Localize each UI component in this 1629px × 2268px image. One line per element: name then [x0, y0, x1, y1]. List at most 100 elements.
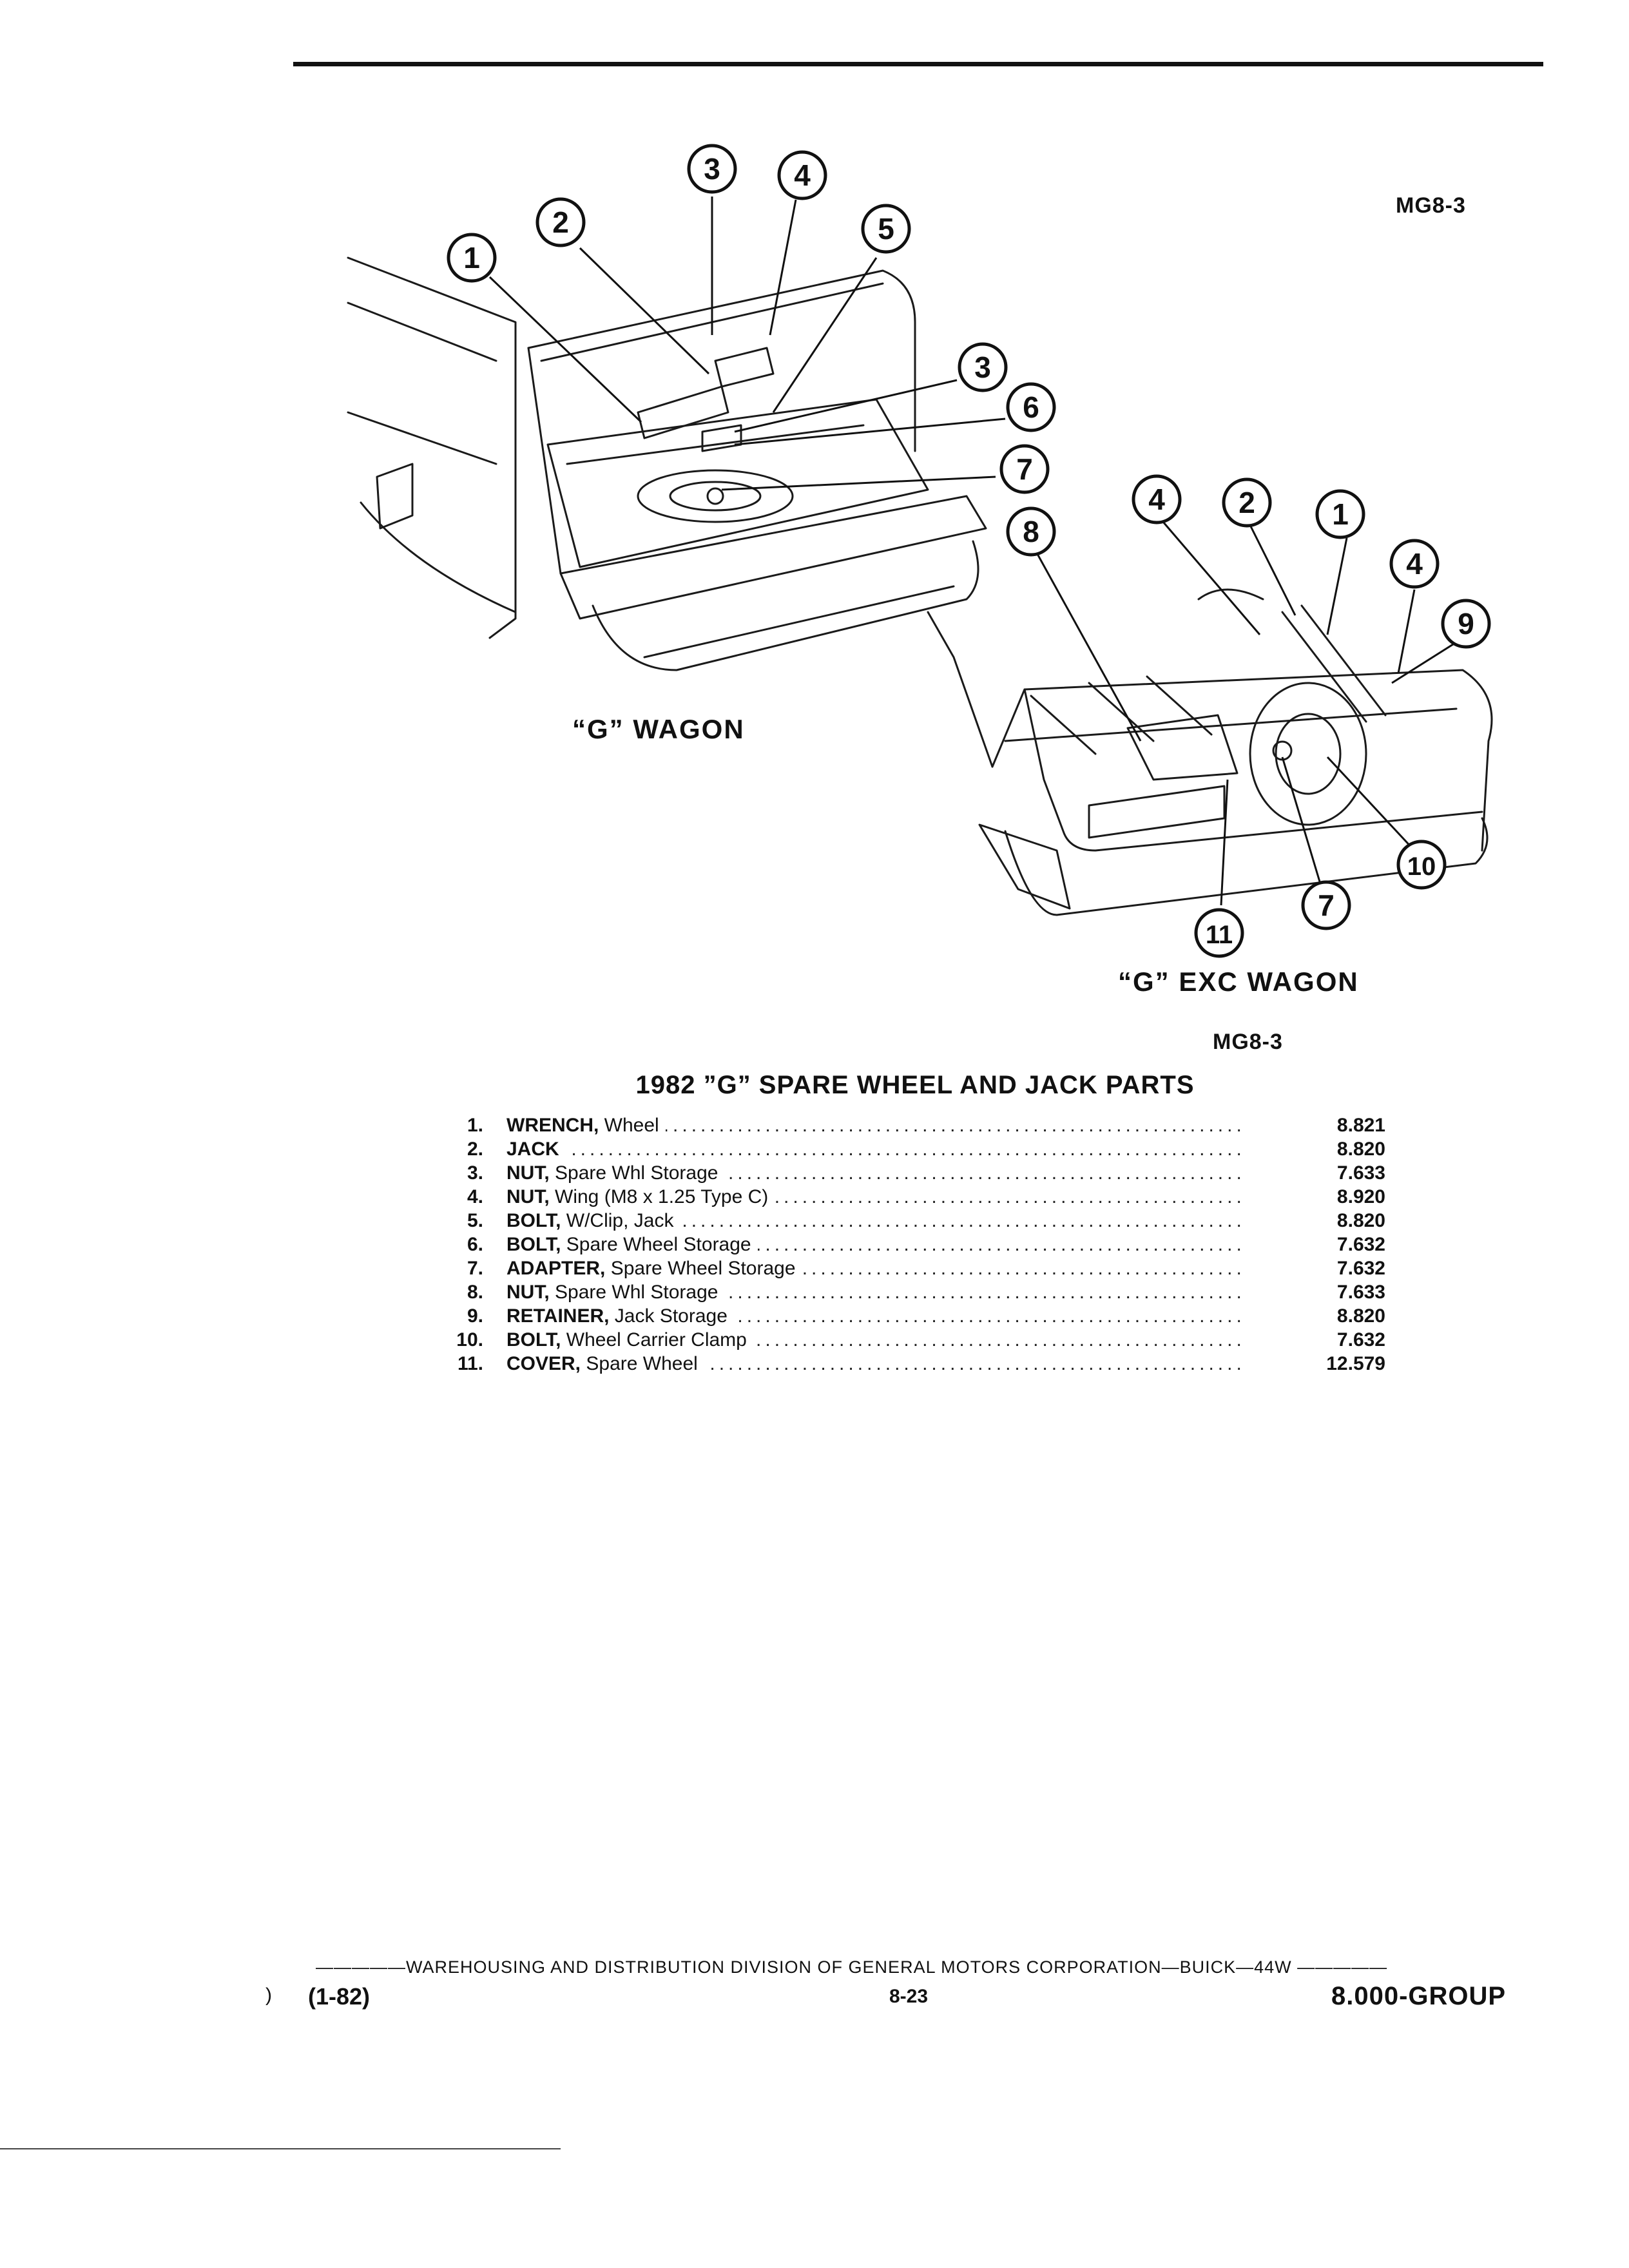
- callout-right-1-label: 1: [1332, 497, 1349, 531]
- callout-left-3b-label: 3: [974, 351, 991, 384]
- item-number: 5.: [467, 1210, 483, 1231]
- group-number: 7.632: [1336, 1234, 1385, 1255]
- wagon-drawing: [347, 256, 987, 671]
- group-number: 7.632: [1336, 1329, 1385, 1350]
- item-name: BOLT,: [506, 1329, 561, 1350]
- callout-left-1: 1: [447, 233, 497, 283]
- callout-left-7: 7: [999, 444, 1050, 494]
- callout-left-4: 4: [777, 150, 827, 200]
- callout-left-7-label: 7: [1016, 452, 1033, 486]
- table-row: 1.......................................…: [445, 1113, 1398, 1137]
- footer-group: 8.000-GROUP: [1331, 1982, 1507, 2010]
- item-name: BOLT,: [506, 1210, 561, 1231]
- callout-left-3a: 3: [687, 144, 737, 194]
- callout-right-10-label: 10: [1407, 852, 1436, 881]
- table-row: 3.......................................…: [445, 1161, 1398, 1185]
- right-callout-leaders: [1036, 521, 1454, 906]
- item-detail: Spare Wheel Storage: [610, 1258, 796, 1279]
- leader-dots: ........................................…: [506, 1139, 1244, 1160]
- group-number: 12.579: [1326, 1353, 1385, 1374]
- item-detail: Wing (M8 x 1.25 Type C): [555, 1186, 769, 1207]
- callout-right-10: 10: [1396, 840, 1447, 890]
- callout-right-1: 1: [1315, 489, 1365, 539]
- spare-wheel-illustration: 1 2 3 4 5 3 6 7 8 4 2 1 4 9 10 7 11: [347, 144, 1493, 958]
- item-name: JACK: [506, 1139, 559, 1160]
- group-number: 7.633: [1336, 1162, 1385, 1184]
- item-description: NUT, Spare Whl Storage: [506, 1280, 725, 1304]
- caption-g-exc-wagon: “G” EXC WAGON: [1118, 966, 1359, 997]
- callout-right-4a: 4: [1132, 474, 1182, 524]
- item-description: NUT, Wing (M8 x 1.25 Type C): [506, 1185, 775, 1209]
- callout-left-3b: 3: [958, 342, 1008, 392]
- item-description: WRENCH, Wheel: [506, 1113, 666, 1137]
- figure-reference-mid: MG8-3: [1213, 1030, 1283, 1054]
- item-description: COVER, Spare Wheel: [506, 1352, 704, 1376]
- item-name: RETAINER,: [506, 1305, 610, 1327]
- callout-right-4b-label: 4: [1406, 547, 1423, 581]
- footer-date: (1-82): [308, 1983, 371, 2010]
- callout-right-7-label: 7: [1318, 889, 1335, 922]
- table-row: 6.......................................…: [445, 1233, 1398, 1256]
- left-callout-leaders: [488, 197, 1006, 491]
- callout-right-4b: 4: [1389, 539, 1440, 589]
- group-number: 8.920: [1336, 1186, 1385, 1207]
- callout-left-2-label: 2: [552, 206, 569, 239]
- item-description: JACK: [506, 1137, 566, 1161]
- callout-right-2-label: 2: [1239, 486, 1255, 519]
- item-name: NUT,: [506, 1186, 550, 1207]
- group-number: 7.633: [1336, 1282, 1385, 1303]
- item-detail: Spare Whl Storage: [555, 1282, 718, 1303]
- table-row: 4.......................................…: [445, 1185, 1398, 1209]
- item-detail: Spare Wheel: [586, 1353, 698, 1374]
- trunk-drawing: [927, 588, 1493, 916]
- item-description: ADAPTER, Spare Wheel Storage: [506, 1256, 802, 1280]
- callout-left-3a-label: 3: [704, 152, 720, 186]
- item-number: 7.: [467, 1258, 483, 1279]
- table-row: 9.......................................…: [445, 1304, 1398, 1328]
- edge-mark: ): [265, 1984, 272, 2006]
- callout-right-8: 8: [1006, 506, 1056, 557]
- callout-right-2: 2: [1222, 477, 1272, 528]
- callout-left-6-label: 6: [1023, 390, 1039, 424]
- callout-right-11: 11: [1194, 908, 1244, 958]
- item-detail: Spare Wheel Storage: [566, 1234, 751, 1255]
- item-number: 4.: [467, 1186, 483, 1207]
- callout-right-9-label: 9: [1458, 607, 1474, 640]
- item-number: 9.: [467, 1305, 483, 1327]
- callout-left-5: 5: [861, 204, 911, 254]
- item-name: ADAPTER,: [506, 1258, 606, 1279]
- footer-publisher-line: —————WAREHOUSING AND DISTRIBUTION DIVISI…: [316, 1957, 1388, 1977]
- parts-table-title: 1982 ”G” SPARE WHEEL AND JACK PARTS: [635, 1071, 1195, 1099]
- item-description: NUT, Spare Whl Storage: [506, 1161, 725, 1185]
- group-number: 8.821: [1336, 1115, 1385, 1136]
- table-row: 11......................................…: [445, 1352, 1398, 1376]
- callout-left-5-label: 5: [878, 212, 894, 245]
- callout-right-9: 9: [1441, 599, 1491, 649]
- table-row: 7.......................................…: [445, 1256, 1398, 1280]
- group-number: 7.632: [1336, 1258, 1385, 1279]
- figure-reference-top: MG8-3: [1396, 193, 1466, 218]
- item-number: 10.: [456, 1329, 483, 1350]
- item-name: NUT,: [506, 1162, 550, 1184]
- item-detail: Wheel: [604, 1115, 659, 1136]
- top-rule: [293, 62, 1543, 66]
- item-description: RETAINER, Jack Storage: [506, 1304, 734, 1328]
- item-name: WRENCH,: [506, 1115, 599, 1136]
- item-detail: Spare Whl Storage: [555, 1162, 718, 1184]
- item-detail: Jack Storage: [614, 1305, 728, 1327]
- item-name: BOLT,: [506, 1234, 561, 1255]
- table-row: 8.......................................…: [445, 1280, 1398, 1304]
- item-number: 8.: [467, 1282, 483, 1303]
- item-description: BOLT, Spare Wheel Storage: [506, 1233, 758, 1256]
- parts-table: 1.......................................…: [445, 1113, 1398, 1376]
- callout-right-7: 7: [1301, 880, 1351, 930]
- group-number: 8.820: [1336, 1139, 1385, 1160]
- footer-page-number: 8-23: [889, 1986, 929, 2007]
- callout-right-4a-label: 4: [1148, 483, 1165, 516]
- item-number: 6.: [467, 1234, 483, 1255]
- group-number: 8.820: [1336, 1210, 1385, 1231]
- table-row: 5.......................................…: [445, 1209, 1398, 1233]
- table-row: 10......................................…: [445, 1328, 1398, 1352]
- callout-left-4-label: 4: [794, 159, 811, 192]
- callout-left-2: 2: [535, 197, 586, 247]
